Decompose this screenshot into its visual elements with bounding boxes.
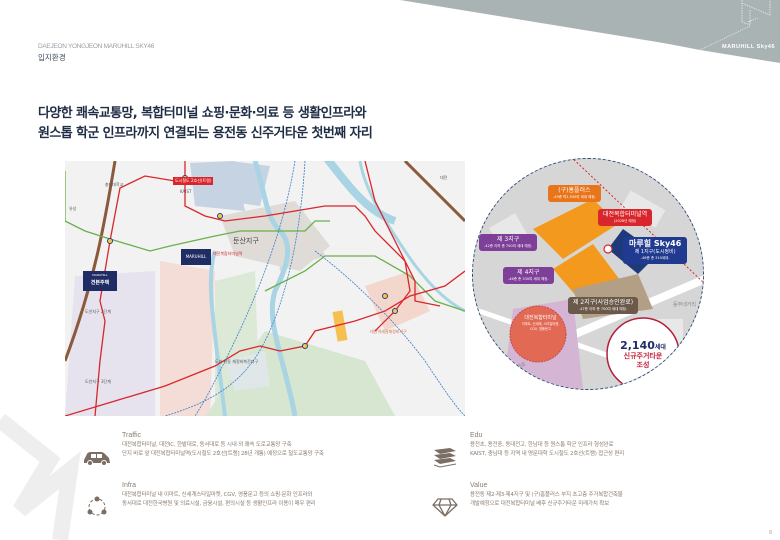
feature-line: KAIST, 충남대 등 지역 내 명문대학 도시철도 2호선(트램) 접근성 …	[470, 451, 625, 457]
location-map: 둔산지구 MARUHILL MARUHILL 견본주택 도시철도 2호선(트램)…	[65, 161, 465, 416]
feature-traffic: Traffic 대전복합터미널, 대전IC, 한밭대로, 동서대로 등 시내·외…	[82, 432, 324, 468]
feature-line: 동서대로 대전한국병원 및 의료시설, 금융시설, 편의시설 등 생활인프라 이…	[122, 501, 316, 507]
district2-tag: 제 2지구(사업승인완료) -47층 이하 총 700여 세대 예정-	[568, 297, 639, 314]
page-number: 8	[769, 530, 773, 536]
maruhill-sub: -46층 총 310세대-	[640, 256, 670, 260]
homeplus-sub: -49층 약1,500여 세대 예정-	[553, 195, 596, 199]
terminal-title: 대전복합터미널역	[603, 211, 648, 218]
kaist-label: KAIST	[180, 189, 192, 194]
stat-unit: 세대	[654, 344, 666, 351]
district4-title: 제 4지구	[517, 269, 540, 276]
maruhill-title: 마루힐 Sky46	[629, 239, 682, 248]
district4-sub: -46층 총 330여 세대 예정-	[508, 277, 549, 281]
brand-logo: MARUHILL Sky46	[722, 44, 776, 50]
feature-value: Value 용전동 제2·제3·제4지구 및 (구)홈플러스 부지 초고층 주거…	[430, 482, 623, 518]
feature-line: 개발예정으로 대전복합터미널 배후 신규주거타운 미래가치 확보	[470, 501, 609, 507]
headline-line-2: 원스톱 학군 인프라까지 연결되는 용전동 신주거타운 첫번째 자리	[38, 126, 373, 141]
map-label-dunsan: 둔산지구	[233, 237, 259, 245]
dunsan3-label: 도안지구 3단계	[85, 379, 111, 384]
maruhill-tag: 마루힐 Sky46 제 1지구(도시정비) -46층 총 310세대-	[623, 237, 688, 264]
section-title: 입지환경	[38, 53, 66, 62]
station-area-label: 대전역세권재정비지구	[370, 329, 407, 334]
feature-infra: Infra 대전복합터미널 내 이마트, 신세계스타일마켓, CGV, 영풍문고…	[82, 482, 316, 518]
feature-line: 대전복합터미널, 대전IC, 한밭대로, 동서대로 등 시내·외 쾌속 도로교통…	[122, 442, 292, 448]
feature-line: 단지 바로 앞 대전복합터미널역(도시철도 2호선[트램] 28년 개통) 예정…	[122, 451, 324, 457]
stat-badge: 2,140세대 신규주거타운 조성	[607, 339, 679, 370]
site-plan-circle: (구)홈플러스 -49층 약1,500여 세대 예정- 대전복합터미널역 (20…	[472, 158, 704, 390]
doma-label: 도마·변동 재정비촉진지구	[215, 359, 259, 364]
feature-edu: Edu 용전초, 용전중, 동대전고, 한남대 등 원스톱 학군 인프라 형성완…	[430, 432, 624, 468]
terminal-station-tag: 대전복합터미널역 (2028년 예정)	[598, 209, 653, 226]
daejeon-ic-label: 대전	[440, 175, 448, 180]
road-east-label: 동부네거리	[673, 302, 697, 308]
stat-line2: 신규주거타운	[623, 352, 663, 360]
network-icon	[87, 496, 107, 516]
headline: 다양한 쾌속교통망, 복합터미널 쇼핑·문화·의료 등 생활인프라와 원스톱 학…	[38, 104, 373, 144]
homeplus-tag: (구)홈플러스 -49층 약1,500여 세대 예정-	[548, 185, 601, 202]
yuseong-ic-label: 유성	[69, 206, 77, 211]
model-house-brand: MARUHILL	[92, 273, 108, 277]
maruhill-district: 제 1지구(도시정비)	[634, 249, 676, 255]
feature-line: 용전초, 용전중, 동대전고, 한남대 등 원스톱 학군 인프라 형성완료	[470, 442, 614, 448]
project-name: DAEJEON YONGJEON MARUHILL SKY46	[38, 43, 155, 50]
district3-title: 제 3지구	[496, 236, 520, 243]
district2-sub: -47층 이하 총 700여 세대 예정-	[578, 307, 628, 311]
complex-sub: 이마트, 신세계, 스타일마켓, CGV, 영풍문고	[521, 322, 560, 331]
model-house-marker[interactable]: MARUHILL 견본주택	[83, 271, 117, 291]
district4-tag: 제 4지구 -46층 총 330여 세대 예정-	[503, 267, 554, 284]
feature-title: Value	[470, 482, 488, 489]
diamond-icon	[432, 498, 458, 517]
complex-title: 대전복합터미널	[524, 315, 557, 321]
tram-label: 도시철도 2호선(트램)	[173, 177, 214, 185]
feature-title: Edu	[470, 432, 483, 439]
model-house-label: 견본주택	[90, 280, 110, 286]
header-band	[330, 0, 780, 63]
chungnam-label: 충남대학교	[105, 182, 124, 187]
terminal-sub: (2028년 예정)	[613, 219, 637, 223]
stat-number: 2,140	[620, 339, 655, 352]
stat-line3: 조성	[636, 361, 650, 369]
district3-tag: 제 3지구 -42층 이하 총 700여 세대 예정-	[479, 234, 538, 251]
complex-terminal-label: 대전복합터미널 이마트, 신세계, 스타일마켓, CGV, 영풍문고	[518, 314, 563, 331]
feature-line: 용전동 제2·제3·제4지구 및 (구)홈플러스 부지 초고층 주거복합건축물	[470, 492, 623, 498]
headline-line-1: 다양한 쾌속교통망, 복합터미널 쇼핑·문화·의료 등 생활인프라와	[38, 106, 367, 121]
district3-sub: -42층 이하 총 700여 세대 예정-	[484, 244, 533, 248]
watermark-logo	[0, 413, 81, 540]
books-icon	[433, 448, 457, 468]
car-icon	[84, 452, 110, 466]
district2-title: 제 2지구(사업승인완료)	[573, 299, 634, 306]
feature-line: 대전복합터미널 내 이마트, 신세계스타일마켓, CGV, 영풍문고 등의 쇼핑…	[122, 492, 313, 498]
site-marker[interactable]: MARUHILL	[181, 249, 211, 265]
feature-title: Infra	[122, 482, 137, 489]
feature-title: Traffic	[122, 432, 142, 439]
terminal-station-label: 대전복합터미널역	[213, 251, 243, 256]
homeplus-title: (구)홈플러스	[558, 187, 591, 194]
logo-mark-icon	[699, 0, 771, 51]
dunsan2-label: 도안지구 2단계	[85, 309, 111, 314]
